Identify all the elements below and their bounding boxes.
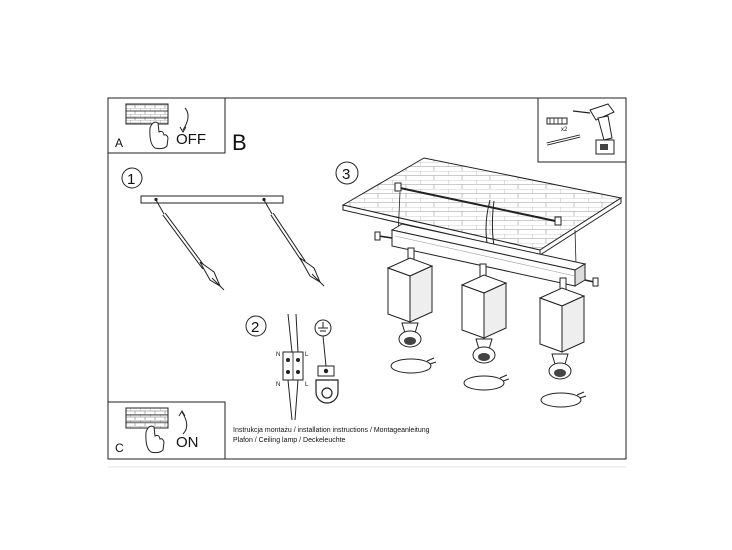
step-2-wiring: 2 N L N L <box>245 313 339 421</box>
mounting-bar <box>140 195 284 204</box>
panel-c-switch-on: C ON <box>107 401 226 460</box>
fuse-box-icon <box>125 103 169 125</box>
bulb-icon <box>548 353 572 380</box>
panel-a-letter: A <box>115 136 123 150</box>
step-1-number: 1 <box>127 171 135 188</box>
fixing-screw-left-icon <box>374 231 393 241</box>
canopy-bar <box>390 223 587 287</box>
ground-icon <box>314 319 332 337</box>
panel-a-state: OFF <box>176 131 206 148</box>
bulb-icon <box>398 322 422 348</box>
retaining-ring-icon <box>390 357 437 374</box>
wire-l-bottom: L <box>305 382 309 388</box>
spotlight-3 <box>538 277 587 408</box>
wall-plug-icon <box>546 134 581 146</box>
retaining-ring-icon <box>463 374 510 391</box>
screw-right-icon <box>263 199 325 287</box>
step-2-number: 2 <box>251 319 259 336</box>
panel-b-letter: B <box>232 130 247 155</box>
wire-n-top: N <box>276 352 280 358</box>
wire-l-top: L <box>305 352 309 358</box>
outer-frame <box>107 97 627 460</box>
tools-count: x2 <box>561 127 568 133</box>
panel-c-state: ON <box>176 434 199 451</box>
step-1-mounting: 1 <box>121 167 325 291</box>
panel-tools: x2 <box>537 97 627 163</box>
panel-a-switch-off: A OFF <box>107 97 226 154</box>
hand-icon <box>149 121 169 150</box>
caption-line-1: Instrukcja montażu / installation instru… <box>233 427 430 434</box>
caption-line-2: Plafon / Ceiling lamp / Deckeleuchte <box>233 437 346 444</box>
fuse-box-icon <box>125 407 169 429</box>
step-3-assembly: 3 <box>335 157 623 408</box>
step-3-number: 3 <box>342 166 350 183</box>
ground-terminal-icon <box>315 365 339 404</box>
wire-n-bottom: N <box>276 382 280 388</box>
bulb-icon <box>472 338 496 364</box>
retaining-ring-icon <box>540 391 587 408</box>
terminal-block-icon <box>282 351 304 381</box>
arrow-up-icon <box>181 411 188 435</box>
fixing-screw-right-icon <box>584 277 599 287</box>
hand-icon <box>145 425 165 454</box>
panel-c-letter: C <box>115 441 124 455</box>
spotlight-2 <box>460 263 510 391</box>
drill-icon <box>572 103 615 155</box>
spotlight-1 <box>386 247 437 374</box>
arrow-down-icon <box>182 107 189 131</box>
screw-icon <box>546 117 568 125</box>
screw-left-icon <box>155 199 225 291</box>
